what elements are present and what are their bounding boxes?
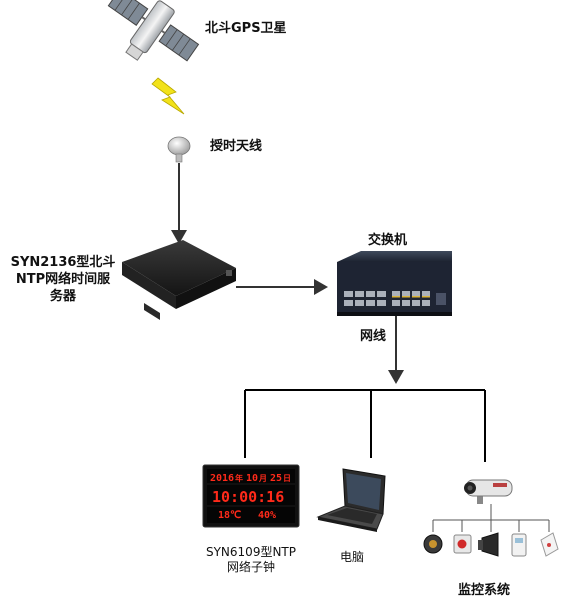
clock-label: SYN6109型NTP 网络子钟 bbox=[196, 545, 306, 575]
led-clock-device bbox=[202, 464, 300, 528]
lightning-icon bbox=[151, 77, 185, 115]
clock-year: 2016 bbox=[210, 473, 234, 484]
server-label: SYN2136型北斗 NTP网络时间服 务器 bbox=[4, 254, 122, 305]
server-label-line3: 务器 bbox=[49, 289, 76, 304]
clock-time: 10:00:16 bbox=[212, 488, 284, 506]
satellite-icon bbox=[107, 0, 200, 62]
clock-day: 25 bbox=[270, 473, 282, 484]
satellite-label: 北斗GPS卫星 bbox=[205, 21, 287, 36]
antenna-label: 授时天线 bbox=[210, 139, 263, 154]
alarm-button-icon bbox=[453, 534, 472, 554]
clock-humidity: 40% bbox=[258, 510, 276, 521]
sensor-icon bbox=[540, 532, 559, 557]
laptop-icon bbox=[316, 468, 386, 532]
network-cable-label: 网线 bbox=[360, 329, 387, 344]
switch-label: 交换机 bbox=[368, 233, 408, 248]
horn-icon bbox=[478, 532, 499, 557]
clock-label-line1: SYN6109型NTP bbox=[205, 545, 296, 559]
clock-month-unit: 月 bbox=[258, 474, 267, 483]
clock-temperature: 18℃ bbox=[218, 510, 241, 521]
clock-year-unit: 年 bbox=[235, 473, 243, 483]
server-label-line1: SYN2136型北斗 bbox=[10, 255, 116, 270]
clock-day-unit: 日 bbox=[283, 474, 291, 483]
antenna-icon bbox=[167, 136, 191, 163]
clock-month: 10 bbox=[246, 473, 258, 484]
network-bus-lines bbox=[244, 389, 486, 462]
detector-icon bbox=[511, 533, 527, 557]
monitoring-label: 监控系统 bbox=[458, 583, 511, 598]
ntp-server-device bbox=[122, 240, 236, 320]
camera-icon bbox=[464, 479, 513, 504]
clock-label-line2: 网络子钟 bbox=[226, 560, 275, 574]
network-switch-device bbox=[337, 251, 452, 316]
server-label-line2: NTP网络时间服 bbox=[15, 272, 111, 287]
surveillance-system-group bbox=[423, 479, 559, 557]
computer-label: 电脑 bbox=[340, 550, 365, 564]
speaker-icon bbox=[423, 534, 443, 554]
